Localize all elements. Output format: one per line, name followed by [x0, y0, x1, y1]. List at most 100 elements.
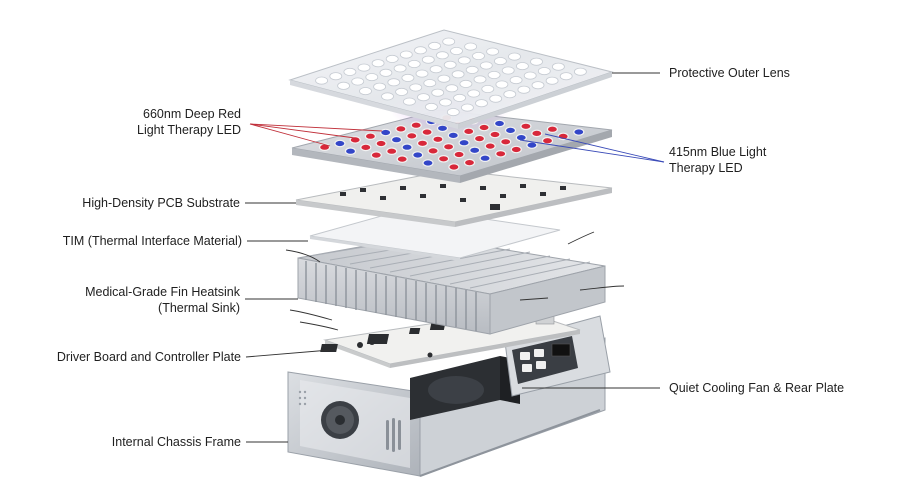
lens-dimple: [343, 67, 357, 76]
lens-dimple: [399, 50, 413, 59]
red-led: [531, 129, 543, 138]
lens-dimple: [559, 72, 573, 81]
label-blue-led: 415nm Blue Light Therapy LED: [669, 145, 767, 175]
blue-led: [573, 128, 585, 136]
leader-red-led-a: [249, 123, 331, 147]
red-led: [349, 136, 361, 144]
lens-dimple: [459, 79, 473, 88]
red-led: [484, 142, 496, 150]
label-driver-board: Driver Board and Controller Plate: [56, 350, 241, 364]
red-led: [500, 138, 512, 146]
lens-dimple: [443, 60, 457, 69]
red-led: [375, 139, 387, 148]
blue-led: [422, 159, 434, 167]
lens-dimple: [503, 90, 517, 99]
lens-dimple: [373, 82, 387, 91]
lens-dimple: [486, 47, 500, 56]
label-chassis-frame: Internal Chassis Frame: [111, 435, 241, 449]
lens-dimple: [487, 71, 501, 80]
lens-dimple: [467, 89, 481, 98]
red-led: [386, 147, 398, 156]
red-led: [410, 121, 422, 130]
lens-dimple: [465, 65, 479, 74]
label-heatsink: Medical-Grade Fin Heatsink (Thermal Sink…: [85, 285, 240, 315]
blue-led: [458, 138, 470, 147]
lens-dimple: [501, 66, 515, 75]
lens-dimple: [451, 70, 465, 79]
airflow-arrows: [285, 231, 625, 331]
leader-lines: [245, 72, 665, 443]
red-led: [432, 135, 444, 144]
lens-dimple: [431, 88, 445, 97]
label-protective-lens: Protective Outer Lens: [669, 66, 790, 80]
blue-led: [447, 131, 459, 140]
label-pcb-substrate: High-Density PCB Substrate: [82, 196, 240, 210]
lens-dimple: [402, 97, 416, 106]
blue-led: [504, 126, 517, 135]
red-led: [463, 158, 476, 167]
lens-dimple: [450, 47, 463, 56]
lens-dimple: [351, 77, 365, 86]
blue-led: [380, 128, 392, 137]
leader-red-led-b: [249, 123, 356, 139]
lens-dimple: [457, 56, 471, 65]
lens-dimple: [479, 61, 493, 70]
lens-dimple: [464, 42, 478, 51]
lens-dimple: [429, 65, 443, 74]
blue-led: [390, 135, 403, 144]
red-led: [438, 155, 450, 163]
lens-dimple: [489, 94, 503, 103]
lens-dimple: [481, 85, 495, 94]
lens-dimple: [381, 92, 394, 101]
lens-dimple: [493, 57, 507, 66]
lens-dimple: [385, 54, 399, 63]
tim-sheet: [309, 207, 561, 261]
lens-dimples: [315, 37, 587, 117]
lens-dimple: [315, 76, 329, 85]
label-tim: TIM (Thermal Interface Material): [62, 234, 242, 248]
lens-dimple: [517, 85, 531, 94]
red-led: [489, 130, 501, 139]
lens-dimple: [395, 87, 409, 96]
label-cooling-fan: Quiet Cooling Fan & Rear Plate: [669, 381, 845, 395]
red-led: [360, 143, 372, 152]
lens-dimple: [357, 63, 371, 72]
red-led: [406, 132, 418, 140]
lens-dimple: [442, 37, 456, 46]
red-led: [421, 128, 433, 136]
protective-lens: [288, 29, 614, 129]
pcb-substrate: [295, 169, 613, 227]
lens-dimple: [460, 103, 474, 112]
lens-dimple: [439, 98, 452, 107]
lens-dimple: [523, 71, 537, 80]
blue-led: [344, 147, 357, 156]
blue-led: [469, 146, 481, 155]
lens-dimple: [545, 76, 559, 85]
lens-dimple: [414, 46, 427, 55]
blue-led: [401, 143, 413, 152]
lens-dimple: [428, 41, 442, 50]
lens-dimple: [495, 80, 509, 89]
lens-dimple: [424, 102, 438, 111]
red-led: [416, 139, 429, 148]
red-led: [473, 134, 486, 143]
lens-dimple: [417, 93, 430, 102]
red-led: [395, 125, 407, 133]
lens-dimple: [509, 76, 523, 85]
lens-dimple: [435, 51, 449, 60]
lens-dimple: [446, 108, 460, 117]
red-led: [370, 151, 382, 159]
red-led: [520, 122, 532, 131]
lens-dimple: [365, 73, 379, 82]
red-led: [427, 147, 439, 155]
red-led: [396, 155, 408, 163]
lens-dimple: [401, 73, 415, 82]
lens-dimple: [421, 55, 435, 64]
lens-dimple: [407, 60, 421, 69]
blue-led: [479, 154, 491, 163]
blue-led: [436, 124, 449, 133]
led-array: [319, 114, 585, 171]
leader-blue-led-b: [519, 139, 665, 163]
lens-dimple: [423, 79, 437, 88]
